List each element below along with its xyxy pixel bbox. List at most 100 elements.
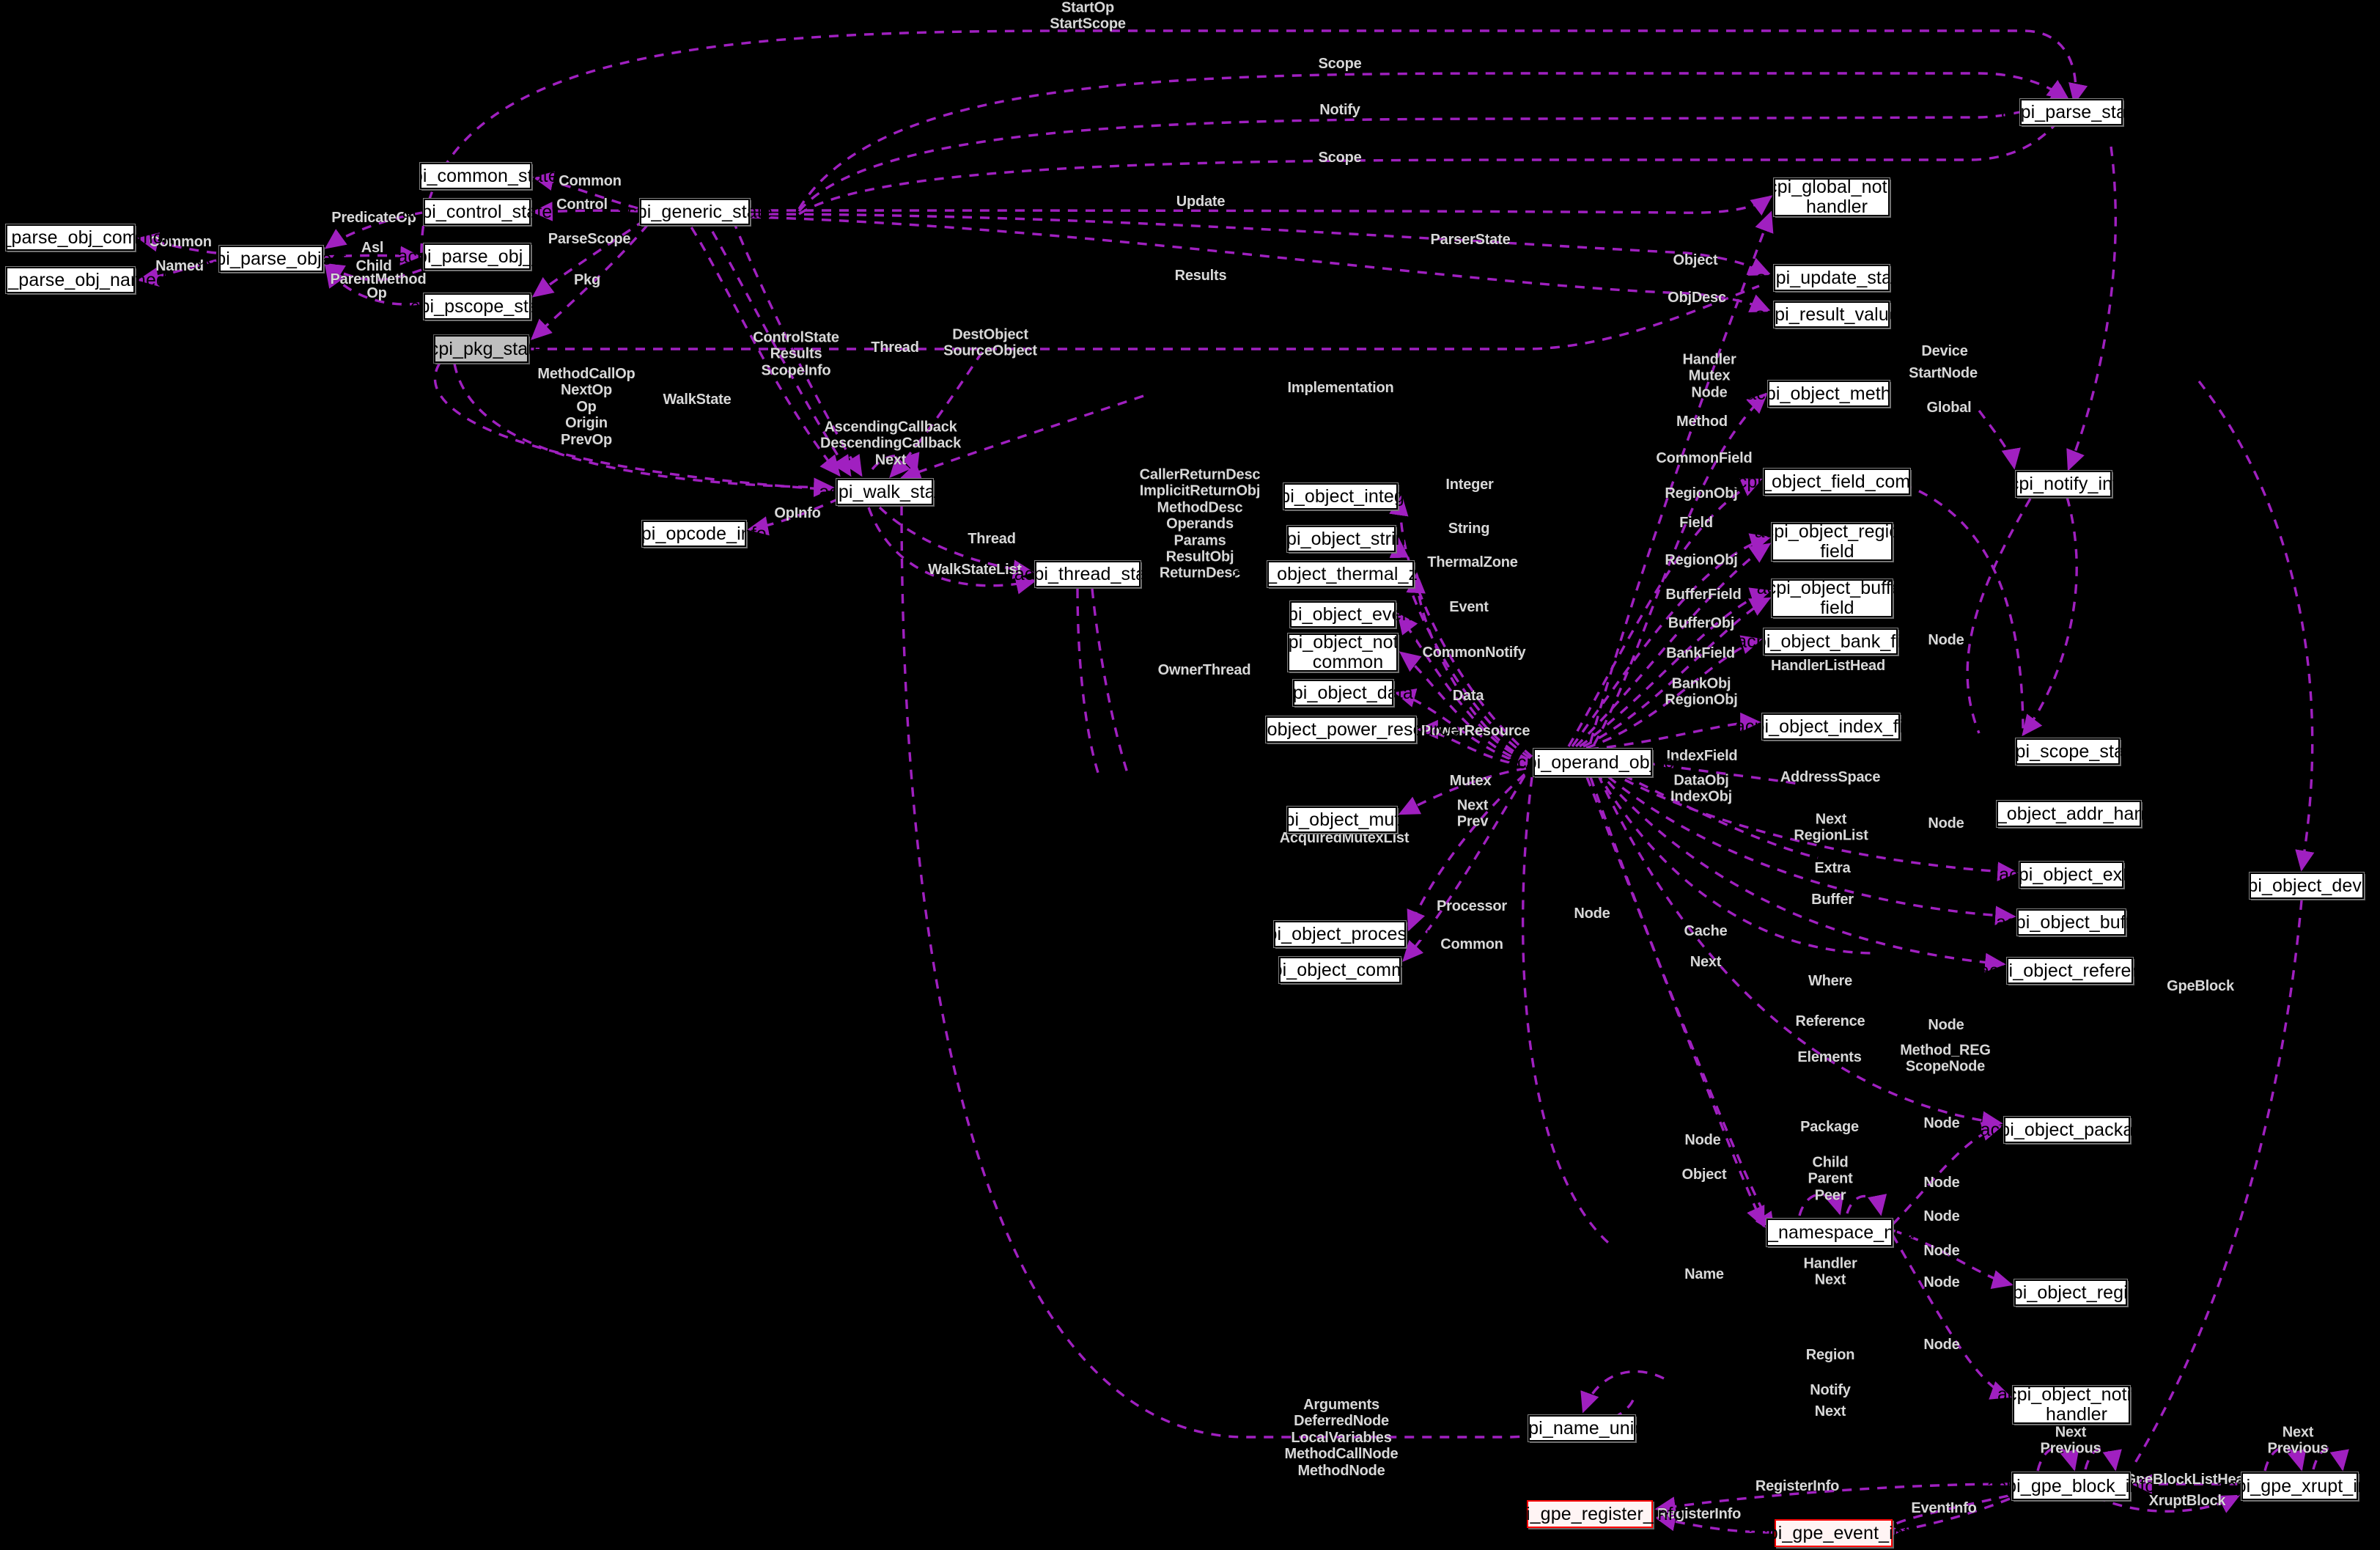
node-acpi_object_method[interactable]: acpi_object_method xyxy=(1746,380,1912,408)
edge-label: Common xyxy=(1440,936,1503,952)
node-acpi_parse_object[interactable]: acpi_parse_object xyxy=(196,245,346,273)
edge-label: Node xyxy=(1923,1336,1960,1353)
edge-label: Node xyxy=(1923,1242,1960,1259)
node-acpi_object_notify_handler[interactable]: acpi_object_notify _handler xyxy=(1997,1384,2145,1425)
edge-label: Elements xyxy=(1797,1048,1862,1065)
edge-label: WalkStateList xyxy=(928,561,1022,578)
node-acpi_parse_state[interactable]: acpi_parse_state xyxy=(2001,98,2142,126)
node-acpi_object_buffer[interactable]: acpi_object_buffer xyxy=(1996,908,2147,936)
edge-label: Arguments DeferredNode LocalVariables Me… xyxy=(1284,1397,1399,1479)
edge-label: Method xyxy=(1676,413,1728,430)
edge-label: Buffer xyxy=(1811,891,1854,908)
edge-label: OwnerThread xyxy=(1157,661,1251,678)
edge-label: Handler Next xyxy=(1803,1255,1857,1288)
edge-label: Next xyxy=(1814,1403,1846,1419)
edge-label: Node xyxy=(1928,631,1964,648)
node-acpi_object_processor[interactable]: acpi_object_processor xyxy=(1248,920,1432,948)
node-acpi_object_integer[interactable]: acpi_object_integer xyxy=(1261,482,1421,510)
edge-label: RegionObj xyxy=(1665,551,1738,568)
edge-label: Update xyxy=(1176,193,1226,210)
node-acpi_gpe_event_info[interactable]: acpi_gpe_event_info xyxy=(1748,1519,1919,1547)
node-acpi_object_device[interactable]: acpi_object_device xyxy=(2228,872,2380,900)
edge-label: RegionObj xyxy=(1665,485,1738,502)
node-acpi_object_mutex[interactable]: acpi_object_mutex xyxy=(1265,806,1419,834)
node-acpi_update_state[interactable]: acpi_update_state xyxy=(1756,264,1907,292)
edge-label: Next RegionList xyxy=(1794,811,1868,844)
node-acpi_parse_obj_asl[interactable]: acpi_parse_obj_asl xyxy=(397,243,557,271)
edge-label: Extra xyxy=(1814,859,1851,876)
edge-label: EventInfo xyxy=(1911,1499,1977,1516)
edge-label: Asl xyxy=(361,239,384,256)
edge-label: Next Previous xyxy=(2267,1424,2329,1457)
edge-label: Node xyxy=(1684,1131,1721,1148)
node-acpi_namespace_node[interactable]: acpi_namespace_node xyxy=(1734,1218,1925,1247)
node-acpi_name_union[interactable]: acpi_name_union xyxy=(1509,1414,1654,1442)
edge-label: Name xyxy=(1684,1266,1724,1282)
edge-label: Node xyxy=(1923,1114,1960,1131)
node-acpi_object_region[interactable]: acpi_object_region xyxy=(1993,1279,2148,1307)
edge-label: Notify xyxy=(1810,1381,1851,1398)
node-acpi_scope_state[interactable]: acpi_scope_state xyxy=(1996,738,2140,765)
edge-label: Handler Mutex Node xyxy=(1682,351,1736,401)
edge-label: Global xyxy=(1926,399,1972,416)
node-acpi_thread_state[interactable]: acpi_thread_state xyxy=(1014,560,1161,588)
edge-label: HandlerListHead xyxy=(1771,657,1885,674)
node-acpi_parse_obj_named[interactable]: acpi_parse_obj_named xyxy=(0,266,166,294)
node-acpi_object_string[interactable]: acpi_object_string xyxy=(1267,525,1416,553)
edge-label: AscendingCallback DescendingCallback Nex… xyxy=(819,419,962,469)
node-acpi_control_state[interactable]: acpi_control_state xyxy=(402,198,552,226)
node-acpi_walk_state[interactable]: acpi_walk_state xyxy=(819,478,951,506)
node-acpi_object_index_field[interactable]: acpi_object_index_field xyxy=(1735,713,1927,741)
node-acpi_object_extra[interactable]: acpi_object_extra xyxy=(1999,861,2144,889)
node-acpi_object_field_common[interactable]: acpi_object_field_common xyxy=(1728,468,1946,496)
node-acpi_object_power_resource[interactable]: acpi_object_power_resource xyxy=(1223,716,1459,743)
edge-label: BufferObj xyxy=(1668,614,1735,631)
edge-label: Event xyxy=(1449,598,1489,615)
node-acpi_notify_info[interactable]: acpi_notify_info xyxy=(2000,470,2128,498)
edge-label: StartNode xyxy=(1909,364,1978,381)
node-acpi_gpe_xrupt_info[interactable]: acpi_gpe_xrupt_info xyxy=(2217,1472,2380,1501)
node-acpi_generic_state[interactable]: acpi_generic_state xyxy=(617,198,773,226)
node-acpi_object_notify_common[interactable]: acpi_object_notify _common xyxy=(1269,632,1417,672)
node-acpi_object_region_field[interactable]: acpi_object_region _field xyxy=(1754,521,1910,562)
node-acpi_common_state[interactable]: acpi_common_state xyxy=(393,162,559,190)
edge-label: Data xyxy=(1452,687,1484,704)
node-acpi_object_package[interactable]: acpi_object_package xyxy=(1981,1116,2154,1144)
edge-label: Results xyxy=(1174,267,1227,284)
edge-label: Mutex xyxy=(1449,772,1492,789)
edge-label: Op xyxy=(366,284,387,301)
edge-label: StartOp StartScope xyxy=(1050,0,1126,32)
edge-label: Integer xyxy=(1445,476,1494,493)
node-acpi_gpe_block_info[interactable]: acpi_gpe_block_info xyxy=(1987,1472,2155,1501)
node-acpi_result_values[interactable]: acpi_result_values xyxy=(1755,301,1908,328)
node-acpi_operand_object[interactable]: acpi_operand_object xyxy=(1507,748,1679,777)
node-acpi_object_event[interactable]: acpi_object_event xyxy=(1268,600,1418,628)
node-acpi_pkg_state[interactable]: acpi_pkg_state xyxy=(419,334,543,364)
node-acpi_object_bank_field[interactable]: acpi_object_bank_field xyxy=(1736,628,1925,655)
edge-label: Node xyxy=(1923,1274,1960,1290)
edge-label: Notify xyxy=(1319,101,1360,118)
edge-label: BankObj RegionObj xyxy=(1665,675,1738,708)
edge-label: Next xyxy=(1690,953,1722,970)
edge-label: DestObject SourceObject xyxy=(943,326,1037,359)
node-acpi_object_reference[interactable]: acpi_object_reference xyxy=(1979,957,2161,985)
node-acpi_object_common[interactable]: acpi_object_common xyxy=(1253,956,1427,984)
edge-label: OpInfo xyxy=(774,504,821,521)
edge-label: ParentMethod xyxy=(330,271,427,287)
node-acpi_object_addr_handler[interactable]: acpi_object_addr_handler xyxy=(1962,800,2175,828)
node-acpi_parse_obj_common[interactable]: acpi_parse_obj_common xyxy=(0,224,174,251)
edge-label: Node xyxy=(1923,1208,1960,1224)
node-acpi_pscope_state[interactable]: acpi_pscope_state xyxy=(400,293,554,320)
edge-label: XruptBlock xyxy=(2148,1492,2226,1509)
node-acpi_object_data[interactable]: acpi_object_data xyxy=(1273,679,1413,707)
edge-label: GpeBlock xyxy=(2167,977,2234,994)
edge-label: DataObj IndexObj xyxy=(1670,772,1732,805)
edge-label: Implementation xyxy=(1287,379,1394,396)
node-acpi_opcode_info[interactable]: acpi_opcode_info xyxy=(622,520,767,548)
node-acpi_object_thermal_zone[interactable]: acpi_object_thermal_zone xyxy=(1233,560,1448,588)
node-acpi_object_buffer_field[interactable]: acpi_object_buffer _field xyxy=(1756,578,1908,618)
node-acpi_global_notify_handler[interactable]: acpi_global_notify _handler xyxy=(1758,177,1906,217)
node-acpi_gpe_register_info[interactable]: acpi_gpe_register_info xyxy=(1496,1500,1683,1528)
edge-label: Processor xyxy=(1436,897,1508,914)
